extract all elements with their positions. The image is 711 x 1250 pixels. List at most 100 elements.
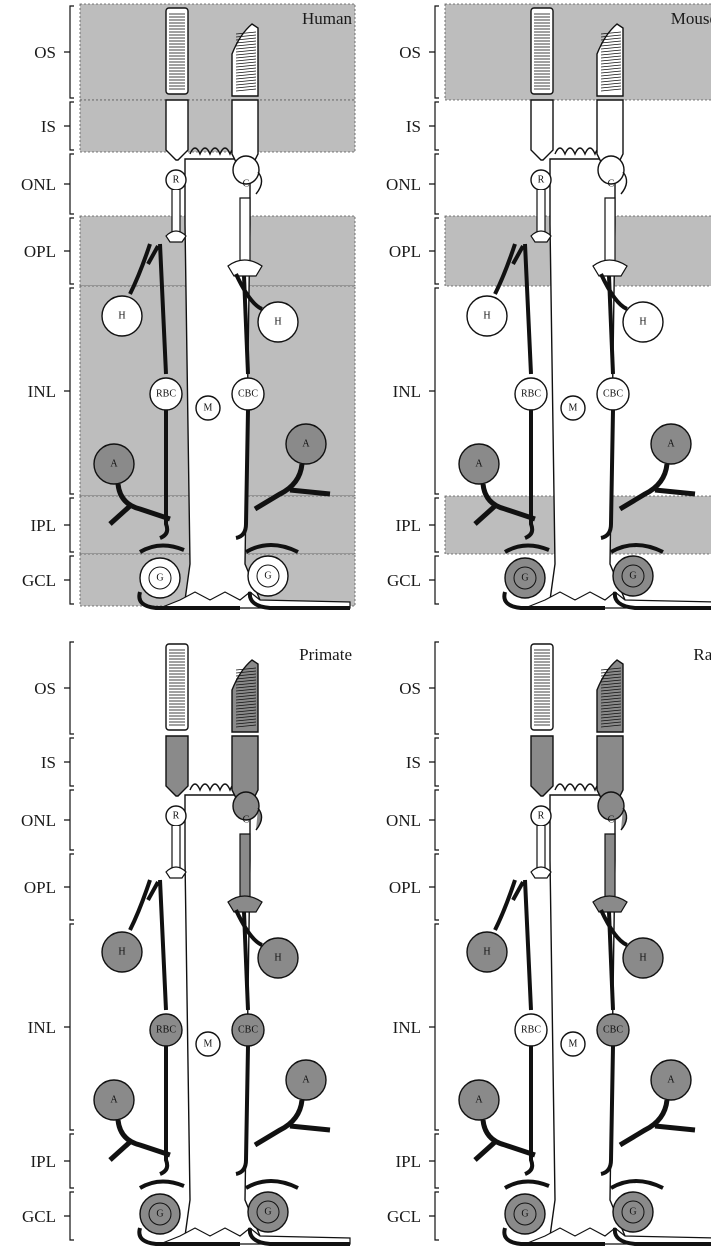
rod-inner-segment bbox=[166, 100, 188, 160]
cone-axon bbox=[240, 834, 250, 898]
amacrine-label-right: A bbox=[302, 439, 310, 450]
cone-axon bbox=[605, 198, 615, 262]
layer-label-opl: OPL bbox=[389, 242, 421, 261]
horizontal-process-left bbox=[130, 880, 150, 930]
layer-bracket-onl bbox=[429, 154, 439, 214]
ganglion-label-left: G bbox=[521, 573, 528, 584]
muller-label: M bbox=[569, 1039, 578, 1050]
rod-bipolar-label: RBC bbox=[521, 1025, 541, 1036]
amacrine-label-right: A bbox=[302, 1075, 310, 1086]
layer-bracket-onl bbox=[429, 790, 439, 850]
layer-bracket-inl bbox=[64, 288, 74, 494]
horizontal-label-right: H bbox=[274, 953, 281, 964]
layer-bracket-onl bbox=[64, 154, 74, 214]
amacrine-process-right bbox=[620, 1100, 695, 1145]
layer-bracket-ipl bbox=[64, 498, 74, 552]
rod-outer-segment bbox=[166, 644, 188, 730]
cone-bipolar-label: CBC bbox=[603, 389, 623, 400]
horizontal-label-right: H bbox=[274, 317, 281, 328]
layer-bracket-gcl bbox=[64, 556, 74, 604]
rod-axon bbox=[172, 826, 180, 868]
muller-label: M bbox=[204, 1039, 213, 1050]
layer-label-gcl: GCL bbox=[387, 1207, 421, 1226]
layer-label-onl: ONL bbox=[386, 175, 421, 194]
rod-outer-segment bbox=[531, 8, 553, 94]
amacrine-process-left bbox=[110, 1120, 170, 1160]
rod-label: R bbox=[538, 811, 545, 822]
horizontal-label-left: H bbox=[118, 311, 125, 322]
muller-label: M bbox=[569, 403, 578, 414]
ganglion-label-right: G bbox=[629, 1207, 636, 1218]
rod-bipolar-dendrite bbox=[513, 880, 531, 1010]
layer-label-is: IS bbox=[406, 753, 421, 772]
layer-bracket-opl bbox=[64, 854, 74, 920]
rod-bipolar-label: RBC bbox=[156, 1025, 176, 1036]
ganglion-dendrite-right bbox=[246, 1181, 298, 1188]
cone-pedicle bbox=[228, 260, 262, 276]
layer-label-ipl: IPL bbox=[396, 516, 422, 535]
amacrine-process-right bbox=[255, 1100, 330, 1145]
cone-axon bbox=[240, 198, 250, 262]
layer-label-is: IS bbox=[41, 117, 56, 136]
layer-label-ipl: IPL bbox=[31, 516, 57, 535]
ganglion-label-left: G bbox=[521, 1209, 528, 1220]
cone-pedicle bbox=[593, 260, 627, 276]
amacrine-label-left: A bbox=[475, 459, 483, 470]
rod-axon bbox=[537, 826, 545, 868]
layer-bracket-inl bbox=[429, 924, 439, 1130]
layer-label-os: OS bbox=[399, 679, 421, 698]
cone-bipolar-label: CBC bbox=[238, 389, 258, 400]
layer-bracket-inl bbox=[64, 924, 74, 1130]
cone-label: C bbox=[243, 179, 250, 190]
horizontal-label-right: H bbox=[639, 317, 646, 328]
layer-label-is: IS bbox=[41, 753, 56, 772]
layer-label-os: OS bbox=[399, 43, 421, 62]
ganglion-label-left: G bbox=[156, 1209, 163, 1220]
cone-pedicle bbox=[228, 896, 262, 912]
layer-label-onl: ONL bbox=[386, 811, 421, 830]
amacrine-label-right: A bbox=[667, 1075, 675, 1086]
ganglion-label-right: G bbox=[264, 571, 271, 582]
cone-bipolar-label: CBC bbox=[238, 1025, 258, 1036]
cone-label: C bbox=[608, 815, 615, 826]
horizontal-label-left: H bbox=[483, 311, 490, 322]
panel-mouse: OSISONLOPLINLIPLGCLMouseMRCHHRBCCBCAAGG bbox=[386, 4, 711, 608]
layer-bracket-os bbox=[429, 642, 439, 734]
layer-bracket-gcl bbox=[64, 1192, 74, 1240]
layer-bracket-is bbox=[429, 738, 439, 786]
rod-inner-segment bbox=[166, 736, 188, 796]
layer-label-onl: ONL bbox=[21, 175, 56, 194]
panel-title: Human bbox=[302, 9, 353, 28]
panel-primate: OSISONLOPLINLIPLGCLPrimateMRCHHRBCCBCAAG… bbox=[21, 642, 352, 1244]
cone-pedicle bbox=[593, 896, 627, 912]
rod-inner-segment bbox=[531, 736, 553, 796]
layer-bracket-is bbox=[64, 102, 74, 150]
rod-spherule bbox=[531, 867, 551, 878]
amacrine-process-left bbox=[475, 1120, 535, 1160]
cone-label: C bbox=[243, 815, 250, 826]
horizontal-label-right: H bbox=[639, 953, 646, 964]
panel-title: Mouse bbox=[671, 9, 711, 28]
layer-bracket-is bbox=[429, 102, 439, 150]
amacrine-label-left: A bbox=[110, 1095, 118, 1106]
layer-bracket-inl bbox=[429, 288, 439, 494]
rod-bipolar-label: RBC bbox=[156, 389, 176, 400]
layer-bracket-os bbox=[429, 6, 439, 98]
layer-bracket-onl bbox=[64, 790, 74, 850]
layer-bracket-opl bbox=[64, 218, 74, 284]
layer-label-opl: OPL bbox=[24, 878, 56, 897]
amacrine-label-left: A bbox=[475, 1095, 483, 1106]
rod-spherule bbox=[166, 867, 186, 878]
panel-title: Rat bbox=[693, 645, 711, 664]
layer-bracket-os bbox=[64, 6, 74, 98]
layer-bracket-opl bbox=[429, 218, 439, 284]
layer-label-onl: ONL bbox=[21, 811, 56, 830]
layer-label-inl: INL bbox=[393, 382, 421, 401]
rod-bipolar-label: RBC bbox=[521, 389, 541, 400]
ganglion-label-left: G bbox=[156, 573, 163, 584]
ganglion-dendrite-right bbox=[611, 1181, 663, 1188]
amacrine-label-right: A bbox=[667, 439, 675, 450]
layer-bracket-is bbox=[64, 738, 74, 786]
rod-label: R bbox=[173, 175, 180, 186]
layer-label-gcl: GCL bbox=[22, 1207, 56, 1226]
